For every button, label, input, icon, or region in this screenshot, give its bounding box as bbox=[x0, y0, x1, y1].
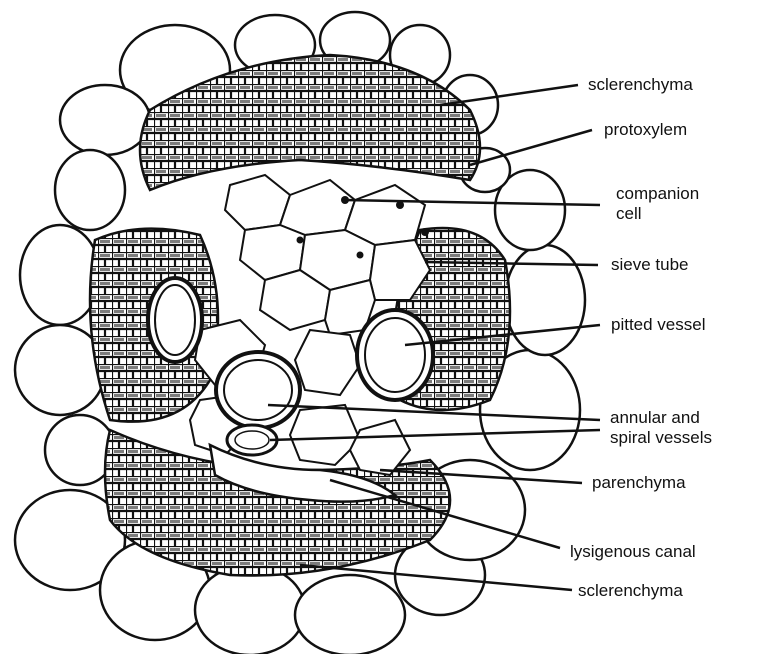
label-annular-spiral-line1: annular and bbox=[610, 408, 700, 427]
sclerenchyma-regions bbox=[88, 53, 512, 577]
label-sclerenchyma-bottom: sclerenchyma bbox=[578, 581, 683, 600]
label-pitted-vessel: pitted vessel bbox=[611, 315, 706, 334]
leader-lines bbox=[267, 83, 601, 592]
label-companion-cell-line2: cell bbox=[616, 204, 642, 223]
label-sclerenchyma-top: sclerenchyma bbox=[588, 75, 693, 94]
label-parenchyma: parenchyma bbox=[592, 473, 686, 492]
phloem-cells bbox=[223, 173, 432, 337]
companion-cell-dots bbox=[296, 196, 429, 259]
xylem-parenchyma bbox=[188, 318, 412, 477]
label-protoxylem: protoxylem bbox=[604, 120, 688, 139]
pitted-vessels bbox=[146, 276, 435, 402]
label-lysigenous-canal: lysigenous canal bbox=[570, 542, 696, 561]
label-companion-cell-line1: companion bbox=[616, 184, 700, 203]
label-annular-spiral: annular and spiral vessels bbox=[610, 408, 712, 448]
label-sieve-tube: sieve tube bbox=[611, 255, 689, 274]
label-companion-cell: companion cell bbox=[616, 184, 699, 224]
label-annular-spiral-line2: spiral vessels bbox=[610, 428, 713, 447]
lysigenous-canal bbox=[208, 442, 398, 503]
